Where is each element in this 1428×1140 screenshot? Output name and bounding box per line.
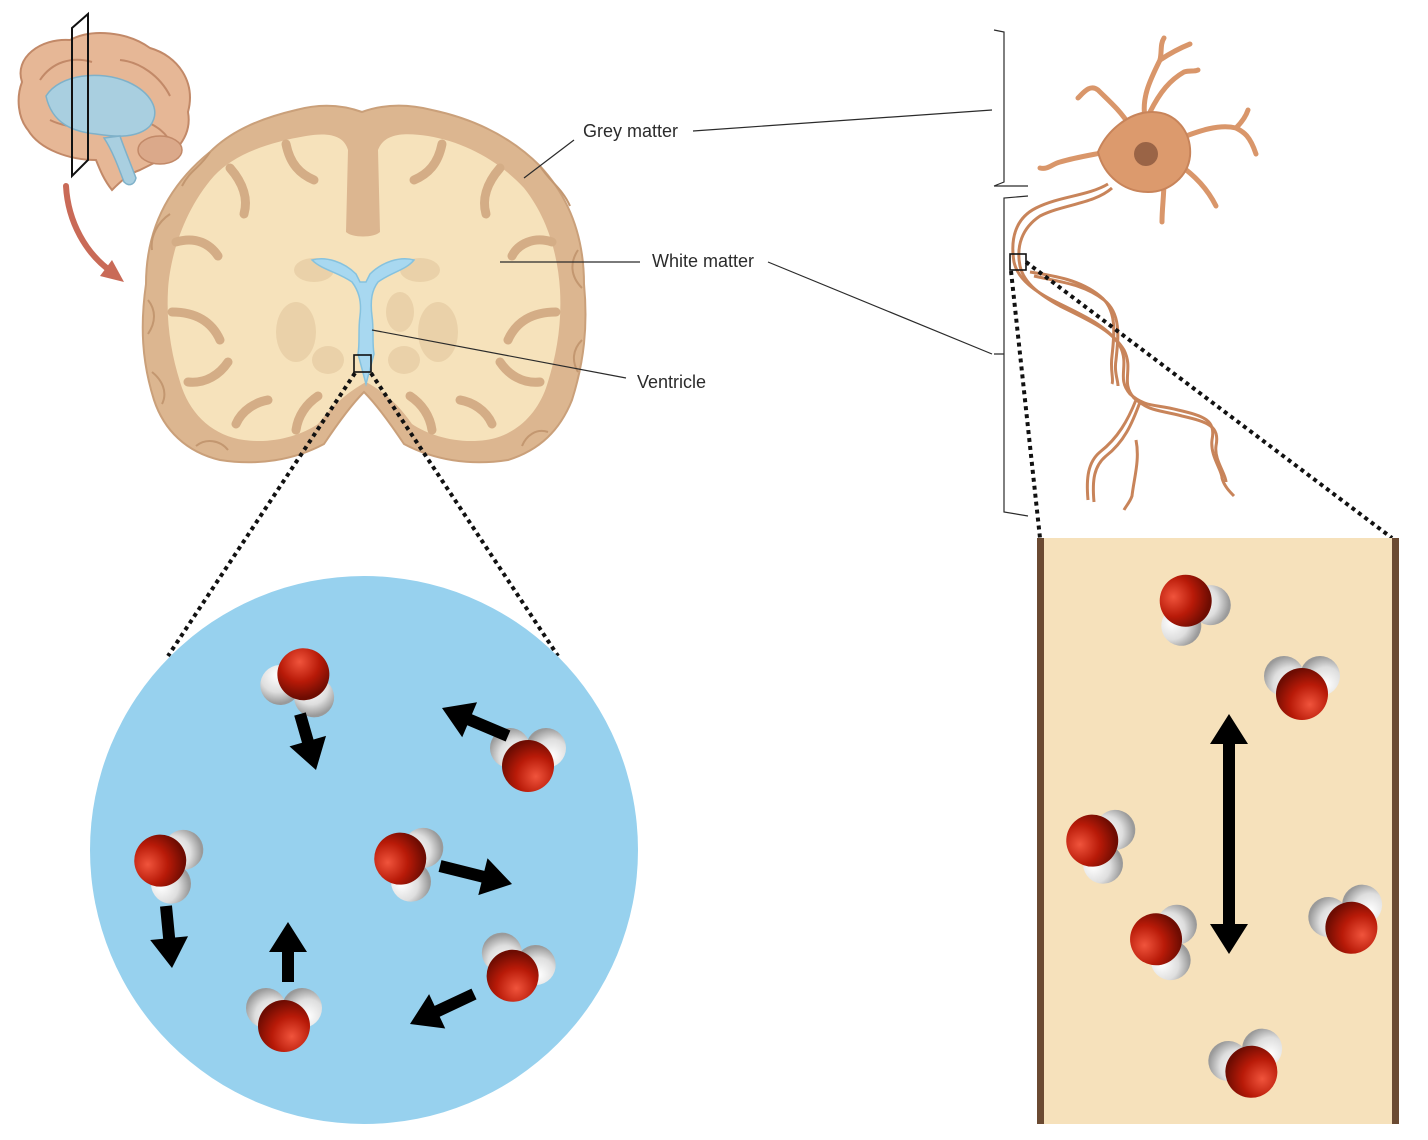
arrow-icon — [269, 922, 307, 982]
water-molecule-icon — [490, 728, 566, 792]
arrow-icon — [1210, 714, 1248, 954]
water-molecule-icon — [1066, 809, 1136, 884]
water-molecules — [134, 574, 1383, 1098]
white-matter-brace — [994, 195, 1029, 517]
water-molecule-icon — [481, 932, 556, 1002]
brain-icon — [17, 11, 191, 192]
water-molecule-icon — [374, 827, 444, 902]
pointer-arrow-icon — [63, 183, 124, 282]
myelin-wall-right — [1392, 538, 1399, 1124]
water-molecule-icon — [1264, 656, 1340, 720]
water-molecule-icon — [1130, 904, 1197, 981]
ventricle-region — [310, 258, 416, 387]
coronal-brain-section — [141, 104, 587, 464]
water-molecule-icon — [246, 988, 322, 1052]
zoom-lines — [166, 260, 1394, 658]
grey-matter-brace — [993, 29, 1028, 187]
zoom-box-ventricle — [353, 354, 372, 373]
water-molecule-icon — [260, 648, 335, 718]
water-molecule-icon — [1208, 1028, 1283, 1098]
leader-lines — [371, 109, 993, 379]
grey-matter-label: Grey matter — [583, 121, 679, 141]
ventricle-label: Ventricle — [637, 372, 707, 392]
arrow-icon — [150, 905, 189, 968]
arrow-icon — [289, 712, 327, 770]
water-molecule-icon — [1159, 574, 1231, 646]
neuron-icon — [993, 29, 1259, 517]
motion-arrows — [150, 702, 1248, 1029]
arrow-icon — [410, 988, 477, 1029]
white-matter-label: White matter — [652, 251, 755, 271]
arrow-icon — [442, 702, 511, 742]
water-molecule-icon — [134, 829, 204, 904]
water-molecule-icon — [1308, 884, 1383, 954]
myelin-wall-left — [1037, 538, 1044, 1124]
arrow-icon — [438, 858, 512, 896]
